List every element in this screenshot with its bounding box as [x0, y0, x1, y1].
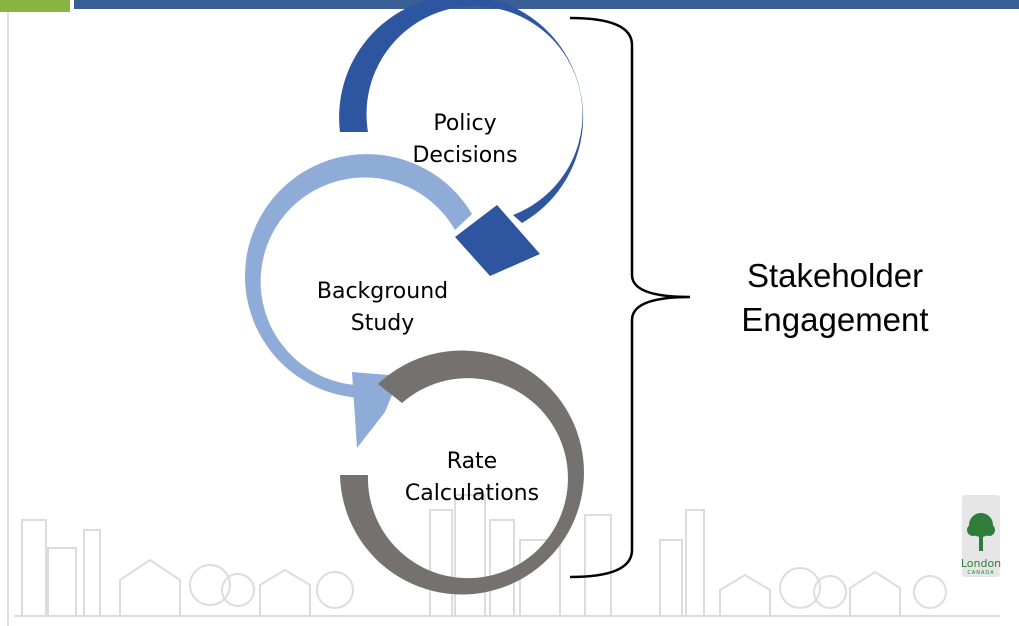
tree-icon [967, 513, 995, 551]
step-label-line2: Study [350, 311, 415, 336]
logo-text: London CANADA [958, 558, 1004, 577]
step-policy-decisions: Policy Decisions [395, 108, 535, 172]
bracket-label-line1: Stakeholder [746, 257, 924, 294]
stakeholder-engagement-label: Stakeholder Engagement [705, 254, 965, 342]
engagement-bracket [569, 16, 691, 579]
step-label-line2: Calculations [404, 481, 540, 506]
step-label-line2: Decisions [412, 143, 518, 168]
step-label-line1: Policy [433, 111, 497, 136]
bracket-label-line2: Engagement [741, 301, 929, 338]
step-background-study: Background Study [295, 276, 470, 340]
london-logo [962, 495, 1000, 577]
header-bar [74, 0, 1019, 9]
logo-sub: CANADA [967, 570, 995, 576]
step-rate-calculations: Rate Calculations [392, 446, 552, 510]
header-accent-bar [0, 0, 70, 12]
step-label-line1: Rate [446, 449, 498, 474]
step-label-line1: Background [316, 279, 449, 304]
policy-decisions-arc [339, 0, 584, 276]
city-skyline-decoration [14, 494, 1000, 617]
logo-name: London [960, 557, 1002, 570]
